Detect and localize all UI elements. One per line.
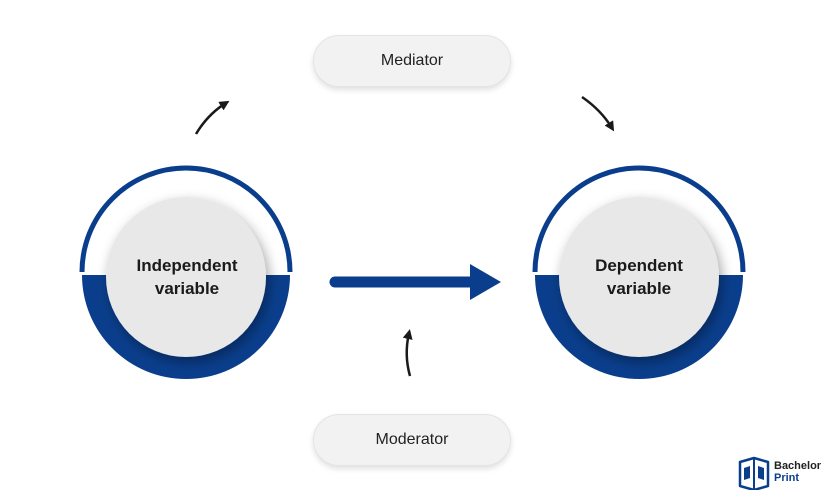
mediator-label: Mediator [380,52,444,69]
independent-variable-label-line2: variable [154,279,220,298]
independent-variable-node [79,165,293,379]
independent-variable-label-line1: Independent [136,256,238,275]
mediator-box: Mediator [313,35,511,87]
dependent-variable-label: Dependent variable [559,254,719,300]
arrow-from-mediator [581,95,615,132]
main-arrow [329,264,501,300]
moderator-box: Moderator [313,414,511,466]
brand-line2: Print [774,472,800,484]
dependent-variable-label-line2: variable [606,279,672,298]
dependent-variable-node [532,165,746,379]
independent-variable-label: Independent variable [107,254,267,300]
arrow-to-mediator [194,100,230,135]
moderator-label: Moderator [375,431,449,448]
arrow-from-moderator [402,329,413,377]
brand-line1: Bachelor [774,460,822,472]
book-logo-icon [738,456,770,490]
dependent-variable-label-line1: Dependent [595,256,683,275]
bachelorprint-logo: Bachelor Print [738,456,822,492]
